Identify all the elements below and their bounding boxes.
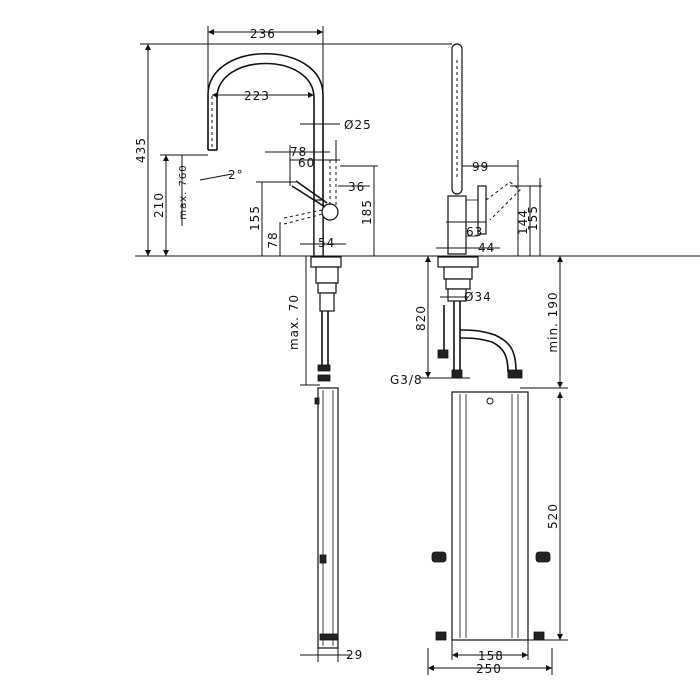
dim-250: 250 — [476, 662, 502, 676]
dim-29: 29 — [346, 648, 363, 662]
dim-158: 158 — [478, 649, 504, 663]
dim-54: 54 — [318, 236, 335, 250]
dim-435: 435 — [134, 137, 148, 163]
dim-36: 36 — [348, 180, 365, 194]
dim-60: 60 — [298, 156, 315, 170]
dim-210: 210 — [152, 192, 166, 218]
side-body — [447, 195, 467, 255]
dim-820: 820 — [414, 305, 428, 331]
spout-inner — [216, 62, 315, 255]
dim-max-760: max. 760 — [178, 164, 189, 219]
dim-diameter-25: Ø25 — [344, 118, 372, 132]
dim-99: 99 — [472, 160, 489, 174]
hose-weight — [317, 387, 339, 649]
dim-angle-2: 2° — [228, 168, 244, 182]
dim-155-left: 155 — [248, 205, 262, 231]
base-plate — [310, 256, 342, 268]
side-view — [431, 43, 551, 641]
dim-max-70: max. 70 — [287, 294, 301, 350]
spout-outer — [207, 53, 324, 255]
dimension-labels: 236 223 Ø25 78 60 36 2° 54 29 99 63 44 Ø… — [134, 27, 560, 676]
dim-63: 63 — [466, 225, 483, 239]
dimension-lines — [135, 26, 700, 675]
dim-144: 144 — [516, 209, 530, 235]
side-spout — [451, 43, 463, 195]
dim-155-right: 155 — [526, 205, 540, 231]
dim-diameter-34: Ø34 — [464, 290, 492, 304]
dim-g38: G3/8 — [390, 373, 423, 387]
dim-78-top: 78 — [290, 145, 307, 159]
dim-236: 236 — [250, 27, 276, 41]
dim-78-bottom: 78 — [266, 231, 280, 248]
dim-223: 223 — [244, 89, 270, 103]
dim-185: 185 — [360, 199, 374, 225]
dim-44: 44 — [478, 241, 495, 255]
weight-box — [451, 391, 529, 641]
dim-520: 520 — [546, 503, 560, 529]
side-lever — [477, 185, 487, 235]
front-view — [207, 53, 342, 649]
dim-min-190: min. 190 — [546, 291, 560, 352]
